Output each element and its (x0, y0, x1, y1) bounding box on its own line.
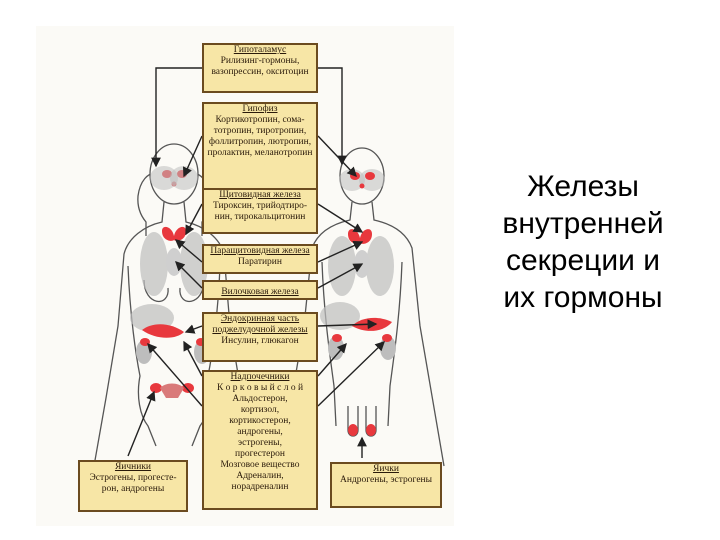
hypothalamus-hormones: Рилизинг-гормоны, вазопрессин, окситоцин (211, 56, 309, 77)
pituitary-hormones: Кортикотропин, сома- тотропин, тиротропи… (207, 115, 313, 158)
testes-hormones: Андрогены, эстрогены (340, 475, 432, 485)
ovaries-box: Яичники Эстрогены, прогесте- рон, андрог… (78, 460, 188, 512)
slide-title: Железы внутренней секреции и их гормоны (468, 168, 698, 316)
thyroid-hormones: Тироксин, трийодтиро- нин, тирокальцитон… (212, 201, 308, 222)
testes-box: Яички Андрогены, эстрогены (330, 462, 442, 508)
parathyroid-box: Паращитовидная железа Паратирин (202, 244, 318, 274)
title-line-2: внутренней (502, 207, 664, 240)
male-organs (320, 169, 396, 436)
pancreas-box: Эндокринная часть поджелудочной железы И… (202, 312, 318, 362)
endocrine-diagram: Гипоталамус Рилизинг-гормоны, вазопресси… (36, 26, 454, 526)
connector-arrows (127, 67, 386, 458)
pancreas-hormones: Инсулин, глюкагон (221, 336, 299, 346)
pituitary-box: Гипофиз Кортикотропин, сома- тотропин, т… (202, 102, 318, 192)
thyroid-title: Щитовидная железа (219, 190, 301, 200)
parathyroid-hormones: Паратирин (238, 257, 282, 267)
adrenal-title: Надпочечники (230, 372, 290, 382)
title-line-4: их гормоны (503, 281, 663, 314)
title-line-1: Железы (527, 170, 639, 203)
adrenal-box: Надпочечники К о р к о в ы й с л о й Аль… (202, 370, 318, 510)
ovaries-title: Яичники (114, 462, 152, 472)
hypothalamus-box: Гипоталамус Рилизинг-гормоны, вазопресси… (202, 43, 318, 93)
thyroid-box: Щитовидная железа Тироксин, трийодтиро- … (202, 188, 318, 234)
hypothalamus-title: Гипоталамус (233, 45, 287, 55)
testes-title: Яички (373, 464, 399, 474)
ovaries-hormones: Эстрогены, прогесте- рон, андрогены (89, 473, 177, 494)
parathyroid-title: Паращитовидная железа (210, 246, 310, 256)
body-figures (93, 67, 445, 467)
pituitary-title: Гипофиз (242, 104, 278, 114)
female-organs (130, 166, 210, 398)
thymus-box: Вилочковая железа (202, 280, 318, 300)
title-line-3: секреции и (506, 244, 660, 277)
adrenal-hormones: К о р к о в ы й с л о й Альдостерон, кор… (216, 383, 304, 492)
thymus-title: Вилочковая железа (221, 287, 299, 297)
pancreas-title: Эндокринная часть поджелудочной железы (212, 314, 308, 335)
